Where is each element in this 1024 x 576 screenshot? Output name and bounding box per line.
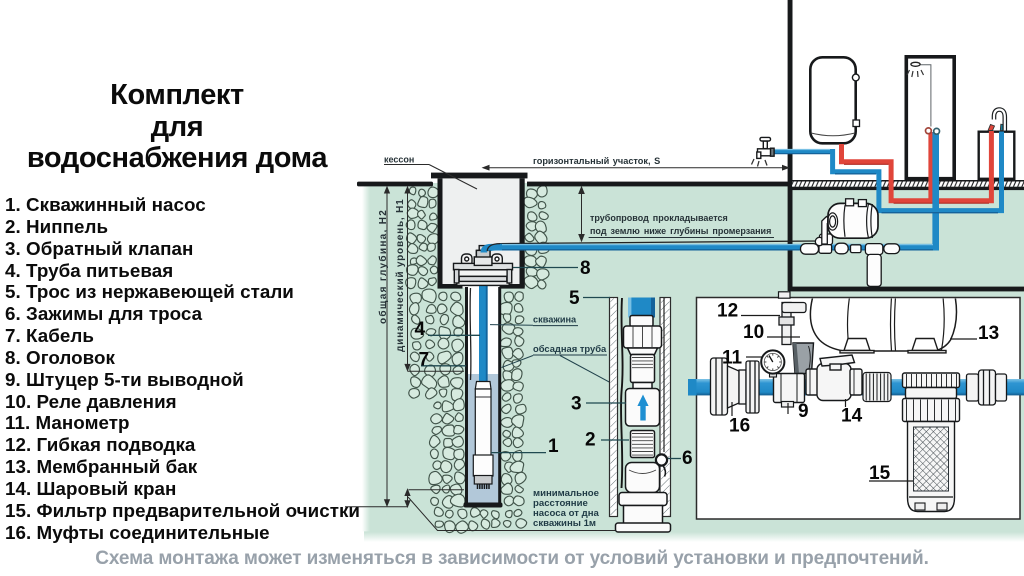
svg-text:5: 5 (569, 288, 580, 309)
svg-text:обсадная труба: обсадная труба (533, 343, 607, 354)
svg-text:кессон: кессон (384, 155, 414, 165)
svg-text:15: 15 (869, 463, 891, 484)
svg-text:скважина: скважина (533, 315, 577, 325)
svg-text:под землю ниже глубины промерз: под землю ниже глубины промерзания (590, 226, 771, 236)
svg-text:14: 14 (841, 406, 863, 427)
svg-text:трубопровод прокладывается: трубопровод прокладывается (590, 213, 728, 223)
svg-text:2: 2 (585, 430, 596, 451)
svg-text:1: 1 (548, 436, 559, 457)
svg-text:4: 4 (415, 319, 426, 340)
svg-text:13: 13 (978, 323, 999, 344)
svg-text:динамический уровень, Н1: динамический уровень, Н1 (395, 199, 406, 352)
svg-text:7: 7 (419, 350, 430, 371)
svg-text:10: 10 (743, 322, 764, 343)
svg-text:расстояние: расстояние (533, 498, 588, 509)
svg-text:9: 9 (798, 401, 809, 422)
svg-text:3: 3 (571, 394, 582, 415)
svg-text:горизонтальный участок, S: горизонтальный участок, S (533, 156, 660, 166)
svg-text:общая глубина, Н2: общая глубина, Н2 (377, 209, 389, 324)
svg-text:минимальное: минимальное (533, 488, 599, 499)
svg-text:насоса от дна: насоса от дна (533, 508, 600, 519)
svg-text:16: 16 (729, 416, 750, 437)
svg-text:6: 6 (682, 448, 693, 469)
svg-text:8: 8 (580, 258, 591, 279)
svg-text:12: 12 (717, 301, 738, 322)
svg-text:скважины 1м: скважины 1м (533, 518, 596, 529)
svg-text:11: 11 (722, 348, 743, 369)
